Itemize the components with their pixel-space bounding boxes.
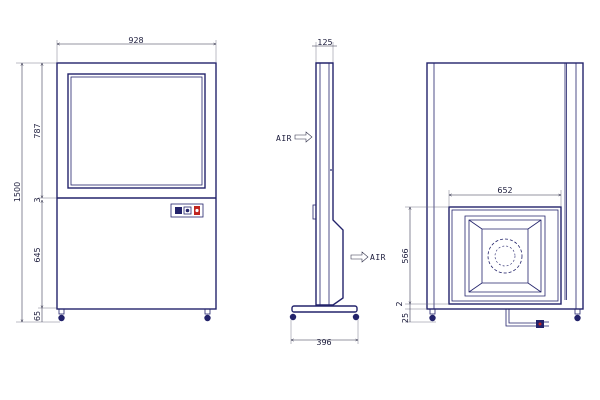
side-base-depth-dimension: 396 (316, 338, 331, 347)
front-gap-dimension: 3 (33, 197, 42, 202)
rear-cabinet-outline (426, 62, 584, 310)
air-out-arrow (350, 251, 369, 263)
side-wheel-right (352, 313, 360, 321)
front-screen (67, 73, 206, 189)
side-wheel-left (289, 313, 297, 321)
air-in-arrow (294, 131, 313, 143)
front-lower-height-dimension: 645 (33, 247, 42, 262)
fan-hood-outer (464, 215, 546, 297)
front-width-dimension: 928 (128, 36, 143, 45)
front-screen-height-dimension: 787 (33, 123, 42, 138)
front-total-height-dimension: 1500 (13, 182, 22, 202)
rear-fan-height-dimension: 566 (401, 248, 410, 263)
rear-fan-panel (448, 206, 562, 305)
rear-view: 652 566 2 25 (395, 62, 584, 328)
fan-circle-icon (487, 238, 523, 274)
connector-panel (170, 203, 204, 218)
side-depth-dimension: 125 (317, 38, 332, 47)
front-cabinet-outline (56, 62, 217, 310)
side-stand-base (291, 305, 358, 313)
air-in-label: AIR (276, 134, 292, 143)
side-view: 125 AIR AIR 396 (276, 38, 386, 347)
rear-small-gap-dimension: 2 (395, 301, 404, 306)
side-body-outline (315, 62, 344, 306)
rear-bottom-dimension: 25 (401, 313, 410, 323)
front-foot-dimension: 65 (33, 311, 42, 321)
power-cable (505, 309, 549, 328)
rear-wheels (429, 308, 581, 322)
rear-fan-width-dimension: 652 (497, 186, 512, 195)
front-view: 928 1500 787 3 645 65 (13, 36, 217, 322)
air-out-label: AIR (370, 253, 386, 262)
fan-hood-inner (481, 228, 529, 284)
front-wheels (58, 308, 211, 322)
